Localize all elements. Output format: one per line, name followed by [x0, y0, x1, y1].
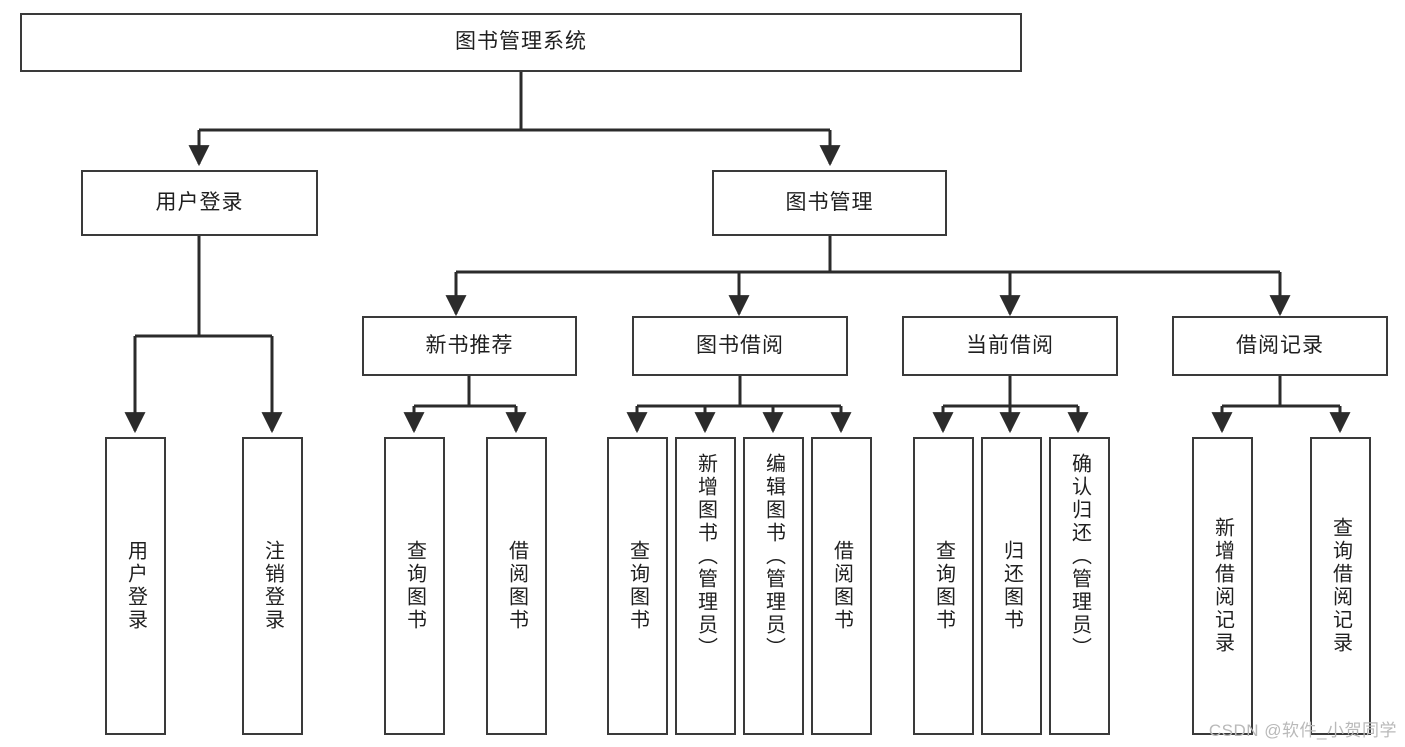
node-leaf-query-book-1-label: 查询图书: [403, 540, 426, 632]
node-borrow-record-label: 借阅记录: [1236, 333, 1324, 357]
node-leaf-borrow-book-1-label: 借阅图书: [505, 540, 528, 632]
node-leaf-query-book-2-label: 查询图书: [626, 540, 649, 632]
node-leaf-add-record[interactable]: 新增借阅记录: [1192, 437, 1253, 735]
node-leaf-query-record[interactable]: 查询借阅记录: [1310, 437, 1371, 735]
node-new-book-recommend-label: 新书推荐: [425, 333, 514, 357]
node-root[interactable]: 图书管理系统: [20, 13, 1022, 72]
node-book-manage[interactable]: 图书管理: [712, 170, 947, 236]
node-leaf-borrow-book-1[interactable]: 借阅图书: [486, 437, 547, 735]
node-leaf-edit-book-label: 编辑图书（管理员）: [762, 453, 785, 660]
node-leaf-confirm-return-label: 确认归还（管理员）: [1068, 453, 1091, 660]
node-leaf-edit-book[interactable]: 编辑图书（管理员）: [743, 437, 804, 735]
node-new-book-recommend[interactable]: 新书推荐: [362, 316, 577, 376]
node-book-manage-label: 图书管理: [785, 190, 874, 214]
node-current-borrow-label: 当前借阅: [966, 333, 1054, 357]
node-leaf-query-book-3[interactable]: 查询图书: [913, 437, 974, 735]
node-leaf-user-login-label: 用户登录: [124, 540, 147, 632]
node-current-borrow[interactable]: 当前借阅: [902, 316, 1118, 376]
node-leaf-user-login[interactable]: 用户登录: [105, 437, 166, 735]
node-leaf-return-book[interactable]: 归还图书: [981, 437, 1042, 735]
node-leaf-query-book-2[interactable]: 查询图书: [607, 437, 668, 735]
node-leaf-borrow-book-2[interactable]: 借阅图书: [811, 437, 872, 735]
node-book-borrow[interactable]: 图书借阅: [632, 316, 848, 376]
node-leaf-add-book-label: 新增图书（管理员）: [694, 453, 717, 660]
node-book-borrow-label: 图书借阅: [696, 333, 784, 357]
node-leaf-borrow-book-2-label: 借阅图书: [830, 540, 853, 632]
node-leaf-query-record-label: 查询借阅记录: [1329, 517, 1352, 655]
node-user-login-label: 用户登录: [155, 190, 244, 214]
node-leaf-return-book-label: 归还图书: [1000, 540, 1023, 632]
node-leaf-logout-login-label: 注销登录: [261, 540, 284, 632]
node-leaf-confirm-return[interactable]: 确认归还（管理员）: [1049, 437, 1110, 735]
node-leaf-logout-login[interactable]: 注销登录: [242, 437, 303, 735]
node-root-label: 图书管理系统: [455, 30, 587, 54]
watermark-text: CSDN @软件_小贺同学: [1208, 721, 1397, 740]
node-leaf-add-book[interactable]: 新增图书（管理员）: [675, 437, 736, 735]
node-leaf-query-book-1[interactable]: 查询图书: [384, 437, 445, 735]
node-leaf-query-book-3-label: 查询图书: [932, 540, 955, 632]
node-user-login[interactable]: 用户登录: [81, 170, 318, 236]
node-borrow-record[interactable]: 借阅记录: [1172, 316, 1388, 376]
node-leaf-add-record-label: 新增借阅记录: [1211, 517, 1234, 655]
